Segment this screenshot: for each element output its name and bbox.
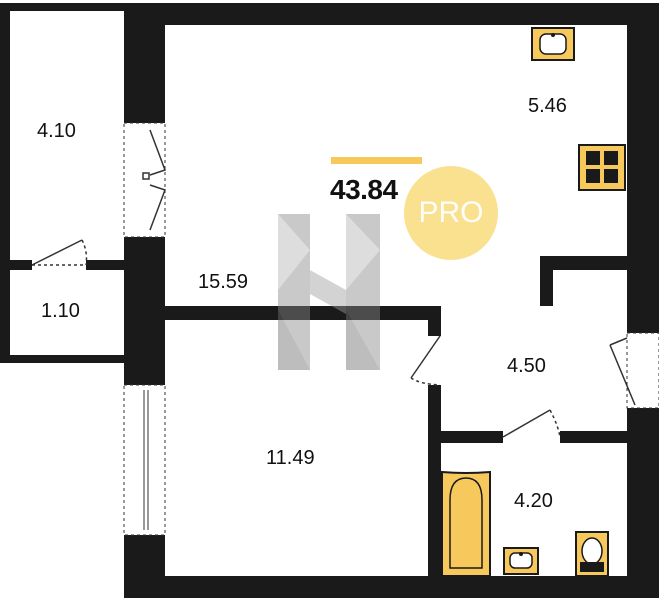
wall-bottom [124, 576, 659, 598]
window-living [123, 122, 166, 238]
wall-left-bottom [124, 535, 165, 598]
door-bath [502, 409, 551, 438]
door-annex [31, 239, 83, 266]
walls [0, 3, 659, 598]
wall-kitchen-partition-v [540, 256, 553, 306]
total-area-label: 43.84 [330, 174, 398, 205]
windows [123, 122, 659, 536]
room-area-hallway: 4.50 [507, 355, 546, 377]
pro-badge [404, 166, 498, 260]
wall-right-upper [627, 3, 659, 333]
window-hall [626, 332, 659, 409]
fixtures [441, 27, 626, 577]
room-area-kitchen: 5.46 [528, 95, 567, 117]
doors [31, 129, 636, 438]
pro-badge-label: PRO [418, 196, 484, 229]
wall-annex-outer-left [0, 3, 10, 363]
room-area-storage: 4.10 [37, 120, 76, 142]
watermark-logo [278, 214, 380, 370]
door-hall [410, 335, 441, 379]
room-area-closet: 1.10 [41, 300, 80, 322]
wall-annex-divider-left [0, 260, 32, 270]
door-balcony-upper [149, 129, 166, 176]
stove-icon [578, 144, 626, 191]
room-area-bathroom: 4.20 [514, 490, 553, 512]
wall-left-mid [124, 237, 165, 385]
wall-living-bedroom [165, 306, 441, 320]
wall-top [124, 3, 659, 25]
wall-bath-top-left [441, 431, 503, 443]
door-right [609, 337, 628, 346]
door-balcony-lower [149, 184, 166, 231]
wall-right-lower [627, 408, 659, 598]
wall-left-top [124, 3, 165, 123]
wall-annex-divider-right [86, 260, 124, 270]
wall-bath-top-right [560, 431, 630, 443]
wall-hall-left-lower [428, 385, 441, 580]
wall-annex-top [0, 3, 124, 11]
wall-hall-left-upper [428, 306, 441, 336]
wall-annex-bottom [0, 355, 124, 363]
total-area-accent-bar [331, 157, 422, 164]
room-area-bedroom: 11.49 [266, 447, 315, 469]
room-area-living: 15.59 [198, 271, 249, 293]
wall-kitchen-partition-h [540, 256, 628, 270]
